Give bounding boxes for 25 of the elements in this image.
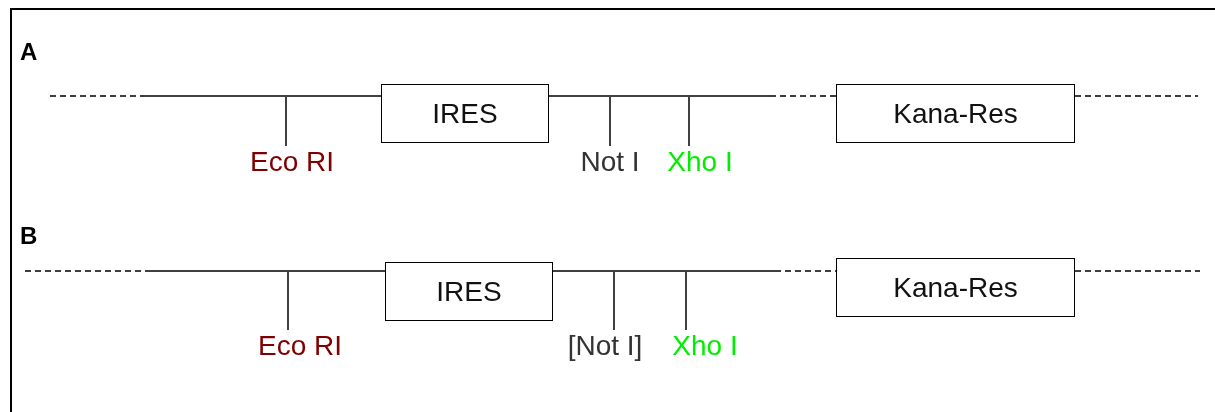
gene-box: IRES — [385, 262, 553, 321]
panel-letter: B — [20, 222, 38, 250]
restriction-site-label: Eco RI — [258, 330, 342, 362]
dna-backbone-line — [548, 95, 771, 97]
gene-box: Kana-Res — [836, 84, 1075, 143]
panel-letter: A — [20, 38, 38, 66]
dna-backbone-line — [144, 95, 382, 97]
dna-backbone-line — [1074, 270, 1201, 272]
leader-line — [685, 271, 687, 331]
leader-line — [609, 96, 611, 147]
leader-line — [287, 271, 289, 331]
restriction-site-label: Not I — [580, 146, 640, 178]
dna-backbone-line — [1074, 95, 1199, 97]
leader-line — [688, 96, 690, 147]
dna-backbone-line — [552, 270, 776, 272]
dna-backbone-line — [769, 95, 837, 97]
gene-box: Kana-Res — [836, 258, 1075, 317]
leader-line — [613, 271, 615, 331]
restriction-site-label: Xho I — [667, 146, 733, 178]
leader-line — [285, 96, 287, 147]
restriction-site-label: Eco RI — [250, 146, 334, 178]
restriction-site-label: Xho I — [672, 330, 738, 362]
dna-backbone-line — [144, 270, 386, 272]
restriction-site-label: [Not I] — [567, 330, 643, 362]
gene-box: IRES — [381, 84, 549, 143]
